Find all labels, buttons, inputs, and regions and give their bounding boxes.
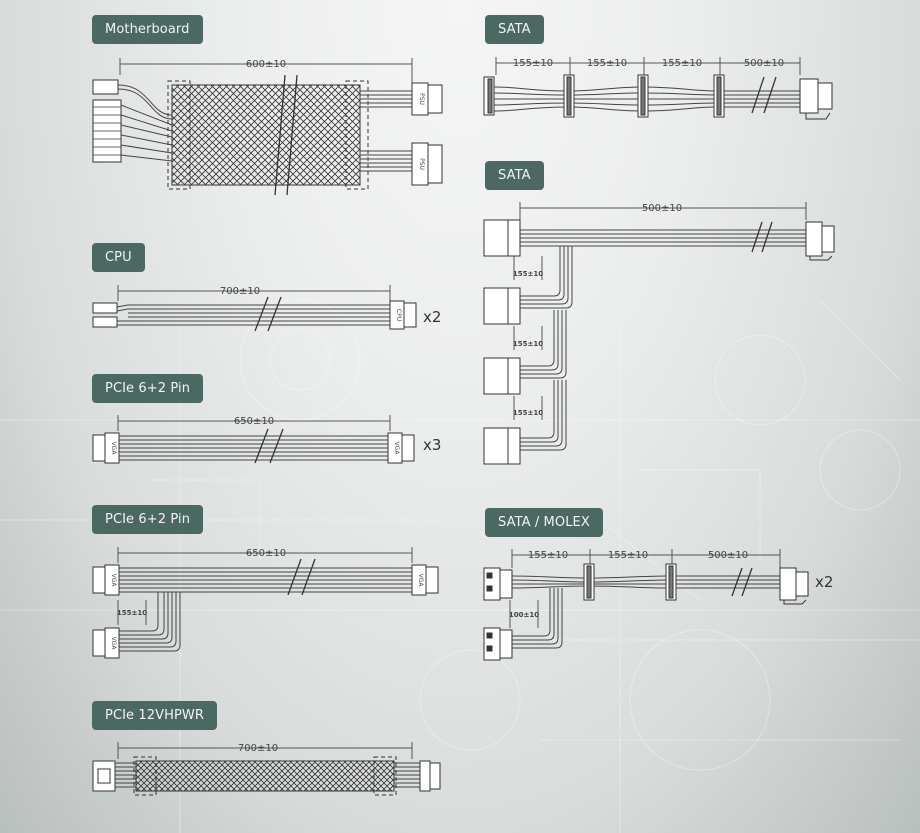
sata-seg1-length: 155±10 bbox=[513, 58, 553, 69]
sata-seg4-length: 500±10 bbox=[744, 58, 784, 69]
motherboard-length: 600±10 bbox=[246, 59, 286, 70]
sata-label-2: SATA bbox=[485, 161, 544, 190]
sm-seg2-length: 155±10 bbox=[608, 550, 648, 561]
sata2-b1-length: 155±10 bbox=[513, 270, 543, 278]
sata-molex-cable: 155±10 155±10 500±10 100±10 bbox=[483, 549, 809, 661]
motherboard-label: Motherboard bbox=[92, 15, 203, 44]
sata-cable: 155±10 155±10 155±10 500±10 bbox=[483, 57, 833, 120]
cpu-length: 700±10 bbox=[220, 286, 260, 297]
sata2-b3-length: 155±10 bbox=[513, 409, 543, 417]
sata2-b2-length: 155±10 bbox=[513, 340, 543, 348]
psu-connector-label-2: PSU bbox=[418, 158, 425, 170]
pcie-length: 650±10 bbox=[234, 416, 274, 427]
sata-molex-count: x2 bbox=[815, 573, 834, 591]
vga-connector-label-4: VGA bbox=[417, 574, 424, 588]
motherboard-cable: 600±10 PSU PSU bbox=[92, 58, 443, 196]
pcie-label: PCIe 6+2 Pin bbox=[92, 374, 204, 403]
cpu-label: CPU bbox=[92, 243, 145, 272]
sata2-main-length: 500±10 bbox=[642, 203, 682, 214]
psu-connector-label: PSU bbox=[418, 93, 425, 105]
sata-label: SATA bbox=[485, 15, 544, 44]
sata-branch-cable: 500±10 155±10 155±10 155±10 bbox=[483, 202, 835, 465]
pcie-12v-length: 700±10 bbox=[238, 743, 278, 754]
cpu-cable: 700±10 CPU bbox=[92, 285, 417, 332]
vga-connector-label-5: VGA bbox=[110, 637, 117, 651]
pcie-cable: 650±10 VGA VGA bbox=[92, 415, 415, 464]
pcie-label-2: PCIe 6+2 Pin bbox=[92, 505, 204, 534]
cpu-connector-label: CPU bbox=[395, 309, 402, 321]
cpu-count: x2 bbox=[423, 308, 442, 326]
sm-seg1-length: 155±10 bbox=[528, 550, 568, 561]
pcie2-length: 650±10 bbox=[246, 548, 286, 559]
sm-branch-length: 100±10 bbox=[509, 611, 539, 619]
sata-seg3-length: 155±10 bbox=[662, 58, 702, 69]
sata-seg2-length: 155±10 bbox=[587, 58, 627, 69]
pcie-12vhpwr-cable: 700±10 bbox=[92, 742, 441, 796]
sm-seg3-length: 500±10 bbox=[708, 550, 748, 561]
pcie-branch-cable: 650±10 VGA 155±10 VGA VGA bbox=[92, 547, 439, 659]
sata-molex-label: SATA / MOLEX bbox=[485, 508, 603, 537]
vga-connector-label: VGA bbox=[110, 442, 117, 456]
vga-connector-label-3: VGA bbox=[110, 574, 117, 588]
pcie2-branch-length: 155±10 bbox=[117, 609, 147, 617]
vga-connector-label-2: VGA bbox=[393, 442, 400, 456]
pcie-12vhpwr-label: PCIe 12VHPWR bbox=[92, 701, 218, 730]
pcie-count: x3 bbox=[423, 436, 442, 454]
